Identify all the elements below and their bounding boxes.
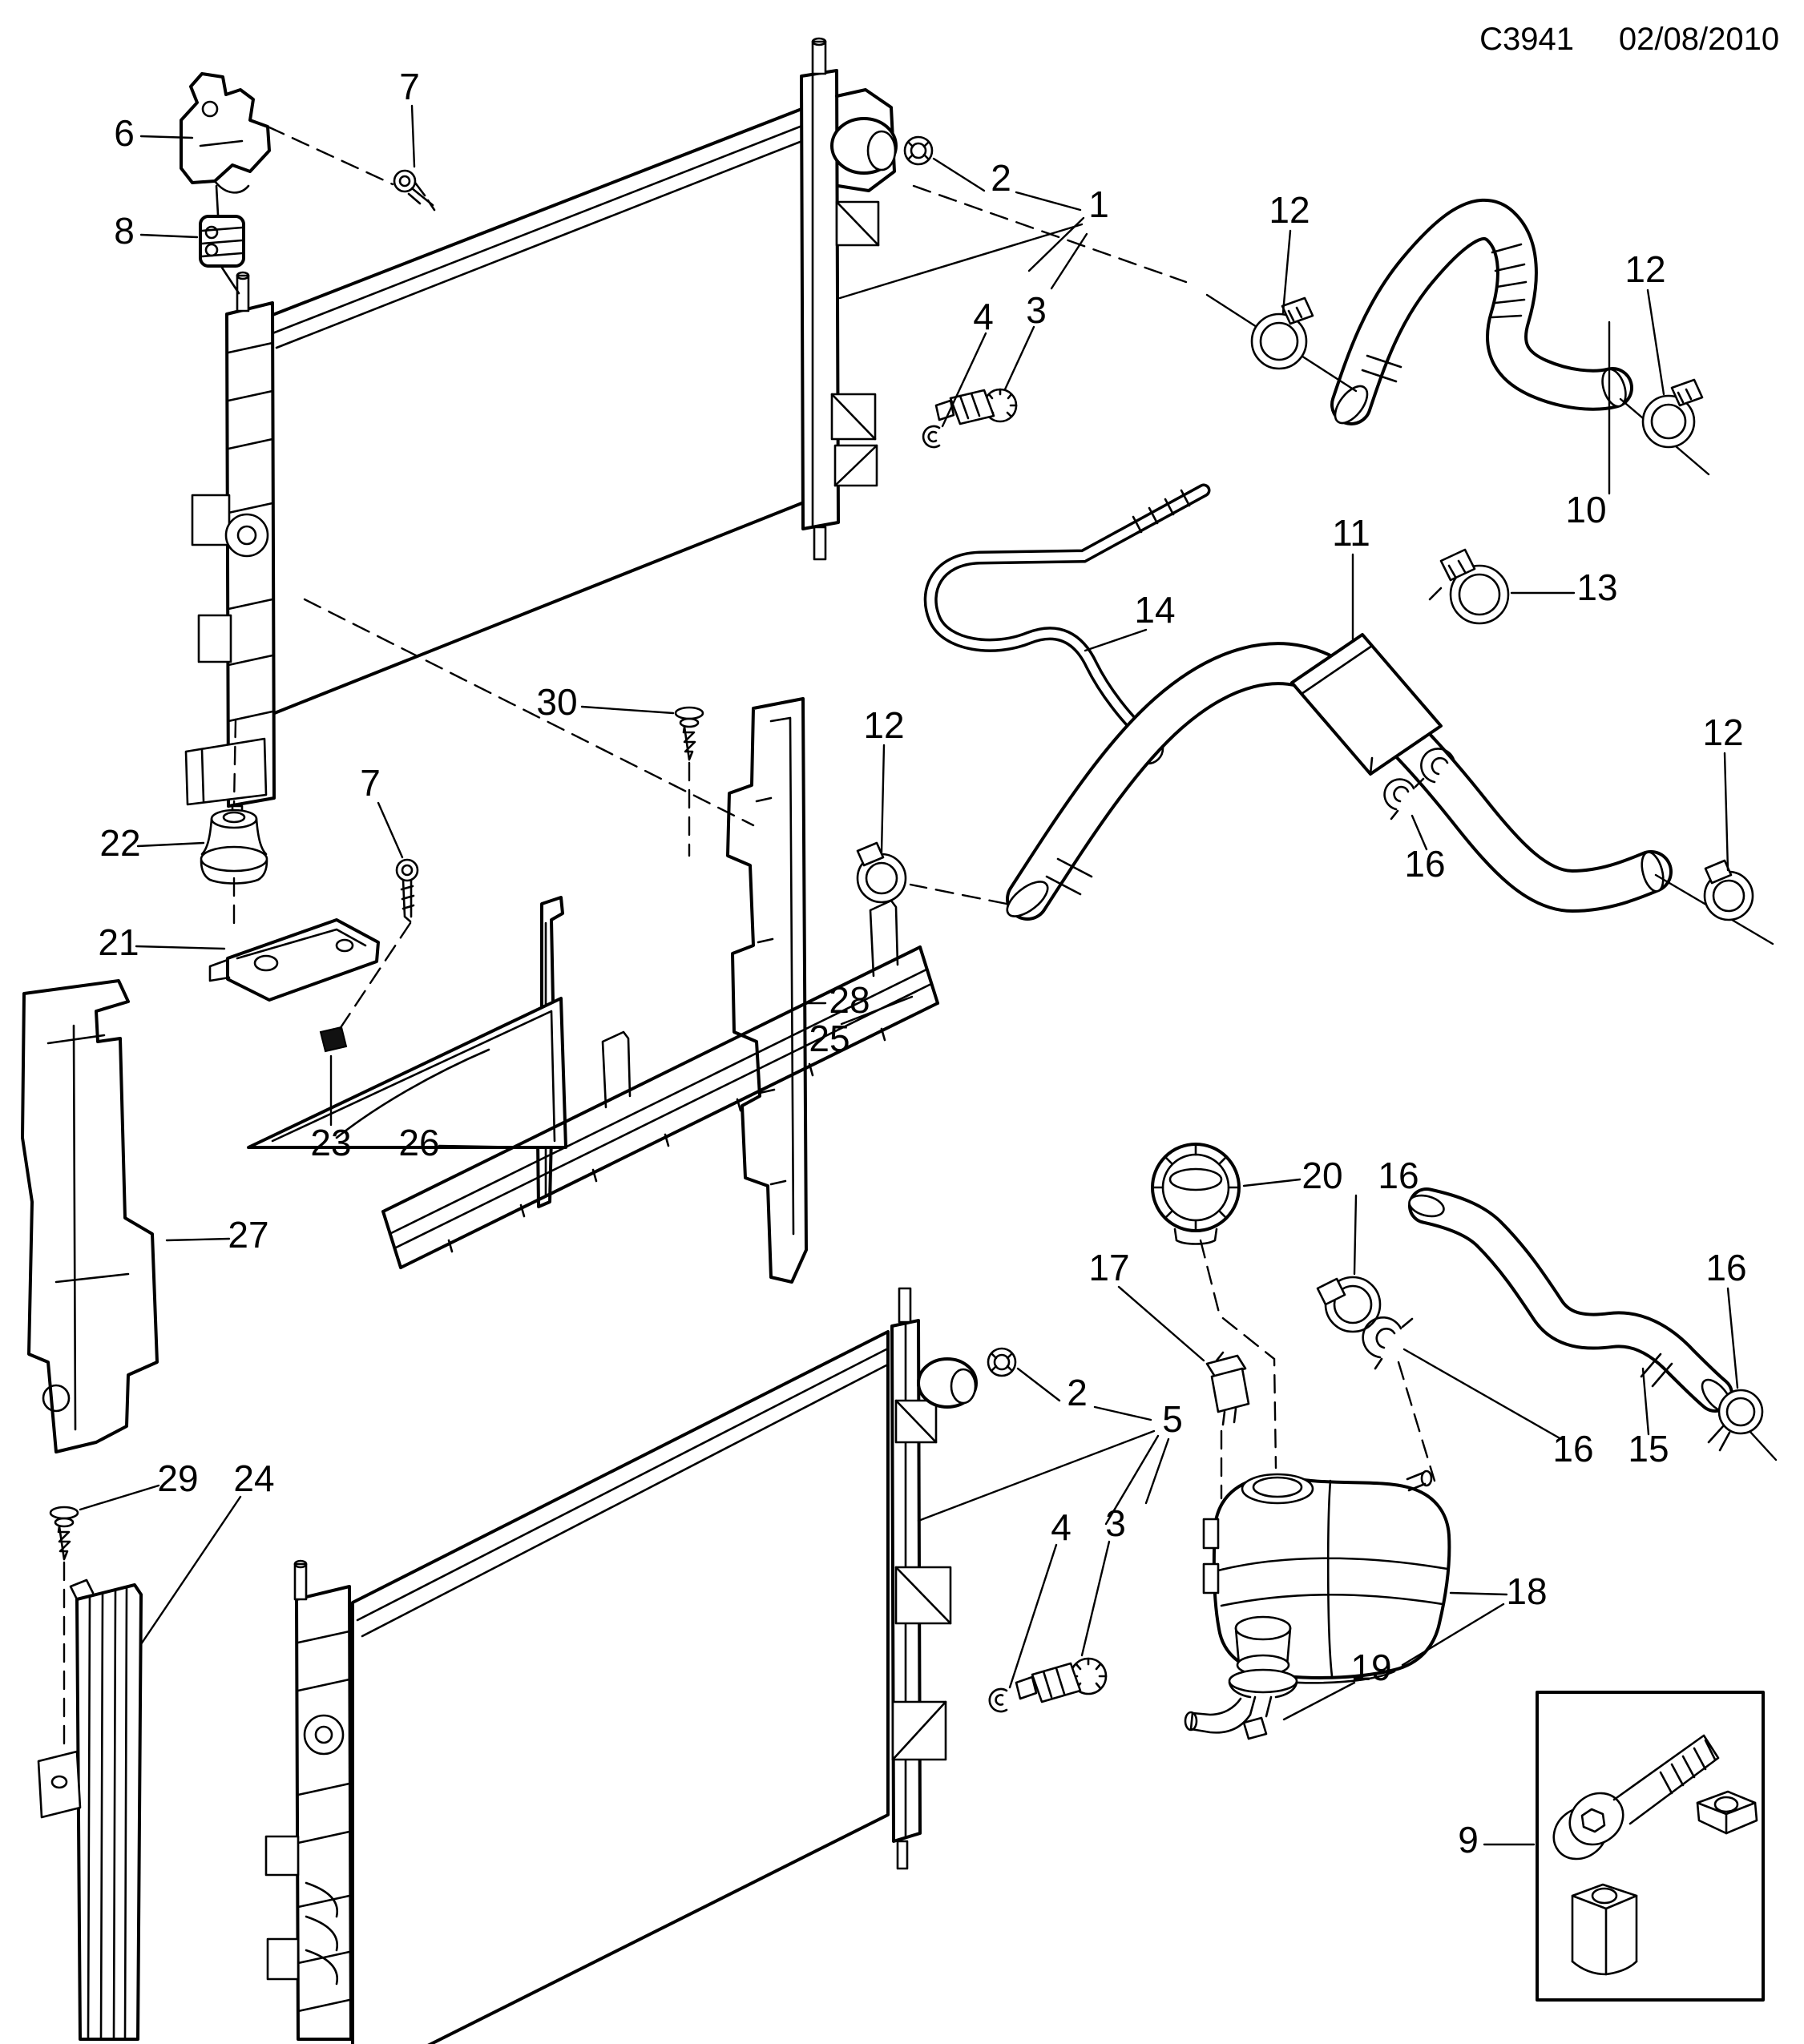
callout-9: 9: [1458, 1819, 1479, 1861]
screw-7-lower-drawing: [395, 858, 419, 923]
callout-4-lower: 4: [1051, 1506, 1072, 1548]
leader-lines: [63, 104, 1739, 1846]
push-pin-29-drawing: [49, 1506, 79, 1561]
valve-19-drawing: [1184, 1615, 1298, 1740]
callout-16-d: 16: [1552, 1428, 1593, 1470]
hose-15-drawing: [1408, 1187, 1778, 1461]
clamp-16c-drawing: [1707, 1389, 1764, 1452]
drawing-code: C3941: [1479, 22, 1574, 57]
cap-20-drawing: [1151, 1143, 1241, 1245]
drawing-date: 02/08/2010: [1619, 22, 1779, 57]
deflector-28-drawing: [726, 697, 808, 1284]
push-pin-30-drawing: [674, 706, 704, 761]
callout-29: 29: [157, 1457, 198, 1499]
air-duct-27-drawing: [21, 979, 159, 1453]
callout-17: 17: [1088, 1247, 1129, 1288]
clamp-13-drawing: [1428, 548, 1510, 625]
callout-15: 15: [1628, 1428, 1669, 1470]
callout-2-lower: 2: [1067, 1372, 1088, 1413]
expansion-tank-18-drawing: [1202, 1470, 1451, 1684]
callout-22: 22: [99, 822, 140, 864]
clip-16d-target-drawing: [1362, 1316, 1436, 1482]
upper-radiator-drawing: [184, 37, 898, 828]
callout-7-upper: 7: [399, 66, 420, 107]
callout-14: 14: [1134, 589, 1175, 631]
callout-16-b: 16: [1378, 1155, 1419, 1196]
callout-23: 23: [310, 1122, 351, 1163]
callout-1: 1: [1088, 183, 1109, 225]
drawing-header: C3941 02/08/2010: [1479, 22, 1779, 57]
callout-12-d: 12: [1702, 712, 1743, 753]
callout-21: 21: [98, 921, 139, 963]
clamp-16b-drawing: [1316, 1276, 1382, 1333]
callout-6: 6: [114, 112, 135, 154]
callout-25: 25: [809, 1018, 850, 1059]
sensor-17-drawing: [1205, 1351, 1250, 1426]
callout-10: 10: [1565, 489, 1606, 530]
callout-3-lower: 3: [1105, 1502, 1126, 1544]
lower-radiator-drawing: [264, 1287, 978, 2044]
clamp-12a-drawing: [1205, 293, 1358, 393]
clamp-12c-drawing: [856, 841, 1008, 905]
callout-12-c: 12: [863, 704, 904, 746]
callout-13: 13: [1576, 566, 1617, 608]
hose-10-drawing: [1330, 198, 1633, 425]
callout-19: 19: [1350, 1647, 1391, 1688]
nut-23-drawing: [319, 1026, 348, 1053]
screw-7-upper-drawing: [393, 169, 436, 212]
callout-27: 27: [228, 1214, 268, 1256]
callout-16-a: 16: [1404, 843, 1445, 885]
callout-20: 20: [1302, 1155, 1342, 1196]
callout-28: 28: [829, 979, 870, 1021]
callout-11: 11: [1332, 512, 1370, 554]
callout-26: 26: [398, 1122, 439, 1163]
callout-12-a: 12: [1269, 189, 1310, 231]
callout-5: 5: [1162, 1398, 1183, 1440]
drain-plug-3b-drawing: [1015, 1657, 1108, 1703]
callout-7-lower: 7: [360, 762, 381, 804]
callout-2-upper: 2: [991, 157, 1011, 199]
bracket-21-drawing: [208, 918, 380, 1002]
drain-plug-3a-drawing: [934, 388, 1018, 425]
callout-18: 18: [1506, 1570, 1547, 1612]
seal-ring-4b-drawing: [988, 1687, 1008, 1713]
callout-4-upper: 4: [973, 296, 994, 337]
lower-shroud-25-drawing: [381, 899, 939, 1269]
clamp-12d-drawing: [1654, 859, 1774, 945]
side-baffle-24-drawing: [37, 1578, 143, 2041]
rubber-mount-8-drawing: [199, 184, 245, 295]
callout-30: 30: [536, 681, 577, 723]
clamp-12b-drawing: [1619, 378, 1710, 476]
nut-2b-drawing: [987, 1347, 1017, 1377]
insulator-22-drawing: [200, 808, 268, 885]
callout-3-upper: 3: [1026, 289, 1047, 331]
nut-2a-drawing: [903, 135, 934, 166]
clips-16a-drawing: [1383, 748, 1455, 820]
callout-12-b: 12: [1624, 248, 1665, 290]
callout-24: 24: [233, 1457, 274, 1499]
callouts: 6 7 8 2 1 4 3 12 12 10 11 13 14 12 16 12…: [98, 66, 1746, 1861]
seal-ring-4a-drawing: [922, 425, 941, 449]
callout-16-c: 16: [1705, 1247, 1746, 1288]
callout-8: 8: [114, 210, 135, 252]
hose-11-drawing: [1006, 633, 1673, 921]
upper-bracket-6-drawing: [180, 72, 271, 194]
foam-seal-drawing: [247, 997, 567, 1149]
fastener-kit-9-drawing: [1536, 1691, 1765, 2002]
